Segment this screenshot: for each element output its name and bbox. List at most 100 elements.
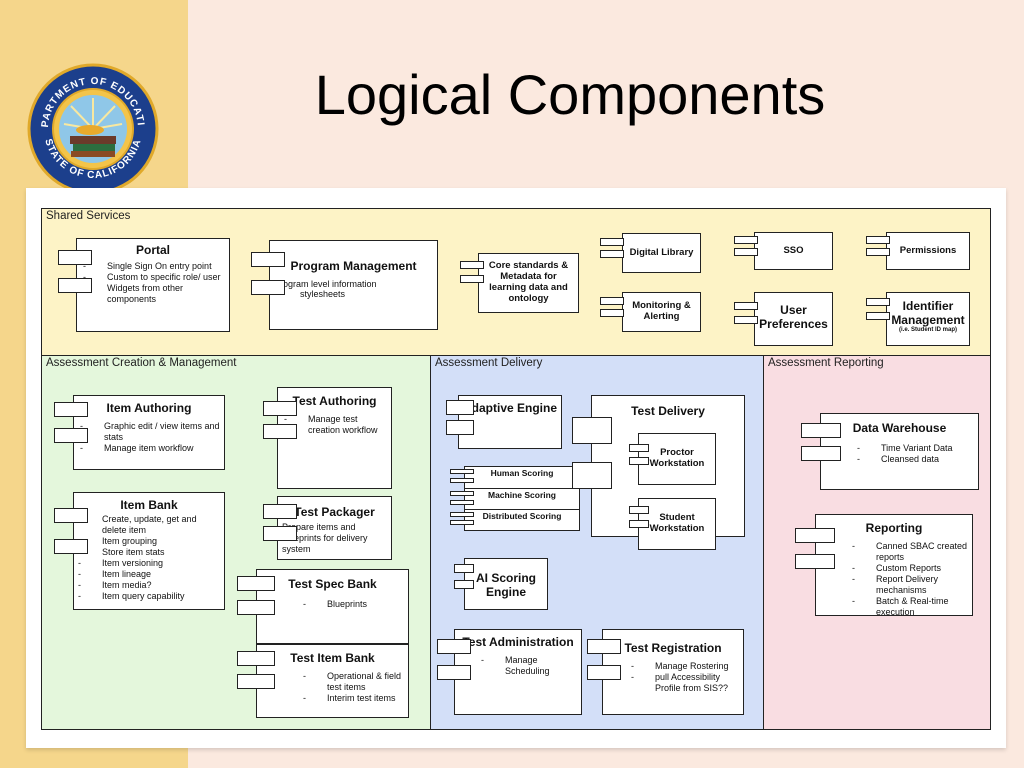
component-tab <box>587 639 621 654</box>
component-tab <box>450 512 474 517</box>
component-title: User Preferences <box>759 303 828 331</box>
component-title: Test Authoring <box>292 394 377 408</box>
item-bank-component: Item Bank Create, update, get and delete… <box>73 492 225 610</box>
ai-scoring-engine-component: AI Scoring Engine <box>464 558 548 610</box>
component-tab <box>572 462 612 489</box>
department-of-education-seal: DEPARTMENT OF EDUCATION STATE OF CALIFOR… <box>26 62 159 195</box>
component-title: Digital Library <box>629 247 694 258</box>
component-tab <box>795 528 835 543</box>
bullet: Interim test items <box>301 693 404 704</box>
component-title: Adaptive Engine <box>462 401 557 415</box>
bullet: Manage test creation workflow <box>282 414 387 436</box>
component-title: Data Warehouse <box>852 421 947 435</box>
bullet: Blueprints <box>301 599 404 610</box>
component-tab <box>600 250 624 258</box>
component-title: Human Scoring <box>490 468 554 478</box>
bullet: Single Sign On entry point <box>81 261 225 272</box>
component-tab <box>251 252 285 267</box>
region-label: Shared Services <box>46 210 131 222</box>
student-workstation-component: Student Workstation <box>638 498 716 550</box>
component-tab <box>801 423 841 438</box>
component-tab <box>587 665 621 680</box>
permissions-component: Permissions <box>886 232 970 270</box>
component-title: Distributed Scoring <box>482 511 562 521</box>
machine-scoring-component: Machine Scoring <box>464 488 580 512</box>
test-registration-component: Test Registration Manage Rostering pull … <box>602 629 744 715</box>
component-tab <box>263 504 297 519</box>
bullet: Report Delivery mechanisms <box>850 574 968 596</box>
proctor-workstation-component: Proctor Workstation <box>638 433 716 485</box>
bullet: Item versioning <box>76 558 222 569</box>
component-tab <box>437 639 471 654</box>
component-title: Core standards & Metadata for learning d… <box>488 260 569 304</box>
component-tab <box>237 576 275 591</box>
region-label: Assessment Creation & Management <box>46 357 237 369</box>
bullet: Batch & Real-time execution <box>850 596 968 618</box>
component-title: Student Workstation <box>649 512 705 534</box>
bullet: Item media? <box>76 580 222 591</box>
identifier-management-component: Identifier Management (i.e. Student ID m… <box>886 292 970 346</box>
component-tab <box>600 297 624 305</box>
adaptive-engine-component: Adaptive Engine <box>458 395 562 449</box>
component-tab <box>450 491 474 496</box>
distributed-scoring-component: Distributed Scoring <box>464 509 580 531</box>
component-title: Test Item Bank <box>290 651 375 665</box>
component-title: Item Authoring <box>106 401 192 415</box>
component-tab <box>58 250 92 265</box>
bullet: Item query capability <box>76 591 222 602</box>
component-tab <box>454 564 474 573</box>
test-item-bank-component: Test Item Bank Operational & field test … <box>256 644 409 718</box>
component-title: Identifier Management <box>891 299 965 327</box>
test-packager-component: Test Packager Prepare items and blueprin… <box>277 496 392 560</box>
component-tab <box>734 248 758 256</box>
region-label: Assessment Reporting <box>768 357 884 369</box>
component-tab <box>629 444 649 452</box>
component-tab <box>446 400 474 415</box>
bullet: Manage Scheduling <box>479 655 577 677</box>
bullet: Canned SBAC created reports <box>850 541 968 563</box>
bullet: Item grouping <box>76 536 222 547</box>
core-standards-component: Core standards & Metadata for learning d… <box>478 253 579 313</box>
portal-component: Portal Single Sign On entry point Custom… <box>76 238 230 332</box>
component-tab <box>58 278 92 293</box>
component-tab <box>460 275 484 283</box>
component-tab <box>54 539 88 554</box>
component-tab <box>237 600 275 615</box>
component-title: AI Scoring Engine <box>475 571 536 599</box>
component-tab <box>237 651 275 666</box>
component-tab <box>734 316 758 324</box>
bullet: Cleansed data <box>855 454 974 465</box>
diagram-panel: Shared Services Assessment Creation & Ma… <box>26 188 1006 748</box>
bullet: Item lineage <box>76 569 222 580</box>
component-title: Monitoring & Alerting <box>632 300 691 322</box>
component-tab <box>572 417 612 444</box>
human-scoring-component: Human Scoring <box>464 466 580 490</box>
component-tab <box>54 402 88 417</box>
component-description: Program level information <box>274 279 377 289</box>
bullet: stylesheets <box>274 289 433 300</box>
component-title: Test Delivery <box>631 404 705 418</box>
component-title: Test Packager <box>294 505 375 519</box>
monitoring-alerting-component: Monitoring & Alerting <box>622 292 701 332</box>
component-title: Permissions <box>899 245 957 256</box>
component-tab <box>450 520 474 525</box>
component-tab <box>734 236 758 244</box>
component-tab <box>450 500 474 505</box>
component-tab <box>263 401 297 416</box>
sso-component: SSO <box>754 232 833 270</box>
component-tab <box>454 580 474 589</box>
component-tab <box>450 478 474 483</box>
region-label: Assessment Delivery <box>435 357 543 369</box>
program-management-component: Program Management Program level informa… <box>269 240 438 330</box>
bullet: pull Accessibility Profile from SIS?? <box>629 672 739 694</box>
component-tab <box>866 248 890 256</box>
component-tab <box>734 302 758 310</box>
component-tab <box>263 526 297 541</box>
test-spec-bank-component: Test Spec Bank Blueprints <box>256 569 409 644</box>
component-tab <box>237 674 275 689</box>
component-tab <box>600 309 624 317</box>
component-title: Item Bank <box>120 498 178 512</box>
test-administration-component: Test Administration Manage Scheduling <box>454 629 582 715</box>
bullet: Store item stats <box>76 547 222 558</box>
component-tab <box>795 554 835 569</box>
